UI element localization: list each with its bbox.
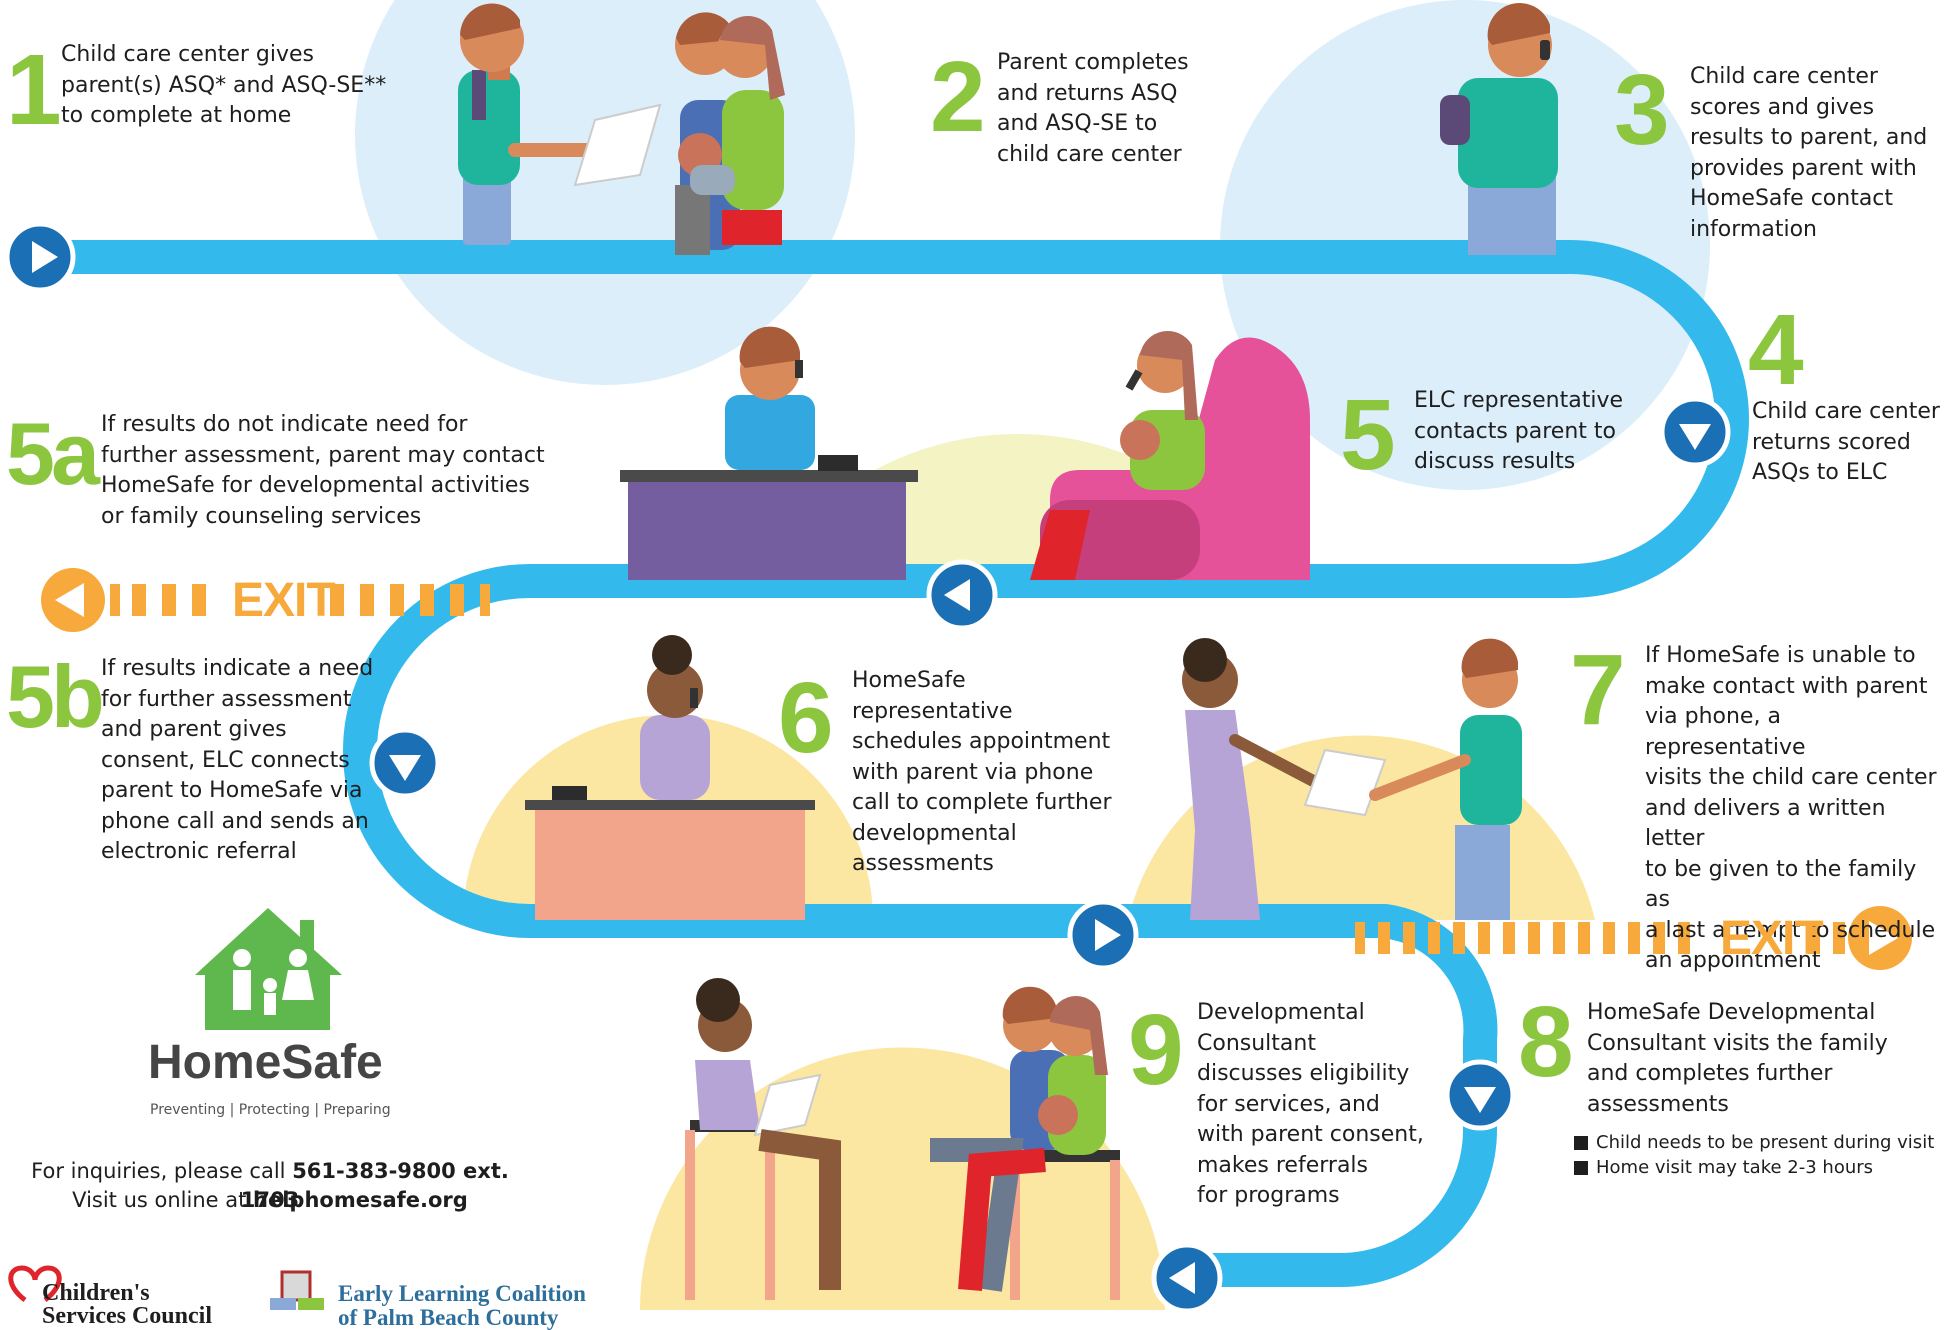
contact-phone[interactable]: 561-383-9800 ext. 1703 [240, 1159, 509, 1212]
staff-figure-step1 [458, 3, 622, 245]
exit-label-left: EXIT [232, 574, 336, 627]
paper-icon-step1 [573, 103, 662, 187]
step-1-number: 1 [6, 34, 62, 146]
contact-phone-line: For inquiries, please call 561-383-9800 … [31, 1159, 509, 1212]
path-node-right-icon [1067, 899, 1139, 971]
step-8-note: Home visit may take 2-3 hours [1574, 1155, 1934, 1180]
step-4-number: 4 [1748, 294, 1804, 406]
step-8-number: 8 [1518, 986, 1574, 1098]
step-9-text: Developmental Consultant discusses eligi… [1197, 1000, 1424, 1208]
step-6-text: HomeSafe representative schedules appoin… [852, 668, 1112, 876]
step-4-text: Child care center returns scored ASQs to… [1752, 399, 1940, 485]
receptionist-scene-step6 [525, 635, 815, 920]
path-node-down-icon [1659, 396, 1731, 468]
exit-stripes-left [110, 584, 490, 616]
step-5a-number: 5a [6, 404, 100, 503]
step-8-notes: Child needs to be present during visit H… [1574, 1130, 1934, 1180]
step-7-text: If HomeSafe is unable to make contact wi… [1645, 643, 1937, 973]
parents-figure-step2 [675, 12, 785, 255]
step-5b-number: 5b [6, 647, 105, 746]
path-node-left-icon [926, 559, 998, 631]
handover-scene-step7 [1182, 638, 1522, 920]
path-node-down-right-icon [1444, 1059, 1516, 1131]
path-node-down-left-icon [369, 727, 441, 799]
armchair-scene-step5 [1030, 330, 1310, 580]
path-node-start-right-icon [4, 221, 76, 293]
homesafe-logo-icon [195, 908, 342, 1030]
exit-stripes-right [1355, 922, 1845, 954]
step-3-number: 3 [1614, 54, 1670, 166]
homesafe-logo-tagline: Preventing | Protecting | Preparing [150, 1102, 391, 1118]
step-9-number: 9 [1128, 994, 1184, 1106]
step-7-number: 7 [1570, 634, 1626, 746]
step-8-note: Child needs to be present during visit [1574, 1130, 1934, 1155]
step-6-number: 6 [778, 662, 834, 774]
desk-scene-step5 [620, 326, 918, 580]
step-1-text: Child care center gives parent(s) ASQ* a… [61, 42, 387, 128]
step-5-number: 5 [1340, 379, 1396, 491]
step-5a-text: If results do not indicate need for furt… [101, 412, 545, 529]
homesafe-logo-title: HomeSafe [148, 1036, 383, 1089]
childrens-services-council-logo: Children's Services Council [42, 1280, 212, 1329]
step-5b-text: If results indicate a need for further a… [101, 656, 374, 864]
path-node-end-left-icon [1151, 1242, 1223, 1310]
early-learning-coalition-logo: Early Learning Coalition of Palm Beach C… [338, 1281, 586, 1330]
step-8-text: HomeSafe Developmental Consultant visits… [1587, 1000, 1888, 1117]
step-3-text: Child care center scores and gives resul… [1690, 64, 1928, 242]
elc-blocks-icon [270, 1270, 324, 1310]
contact-website-line: Visit us online at helphomesafe.org [72, 1188, 468, 1212]
staff-phone-figure-step3 [1440, 3, 1558, 255]
contact-website-link[interactable]: helphomesafe.org [253, 1188, 468, 1212]
childrens-services-heart-icon [8, 1265, 62, 1302]
exit-right-icon [1848, 906, 1912, 970]
step-5-text: ELC representative contacts parent to di… [1414, 388, 1624, 474]
exit-label-right: EXIT [1720, 912, 1824, 965]
step-2-text: Parent completes and returns ASQ and ASQ… [997, 50, 1189, 167]
consultation-scene-step9 [685, 978, 1120, 1300]
step-2-number: 2 [930, 41, 986, 153]
exit-left-icon [41, 568, 105, 632]
